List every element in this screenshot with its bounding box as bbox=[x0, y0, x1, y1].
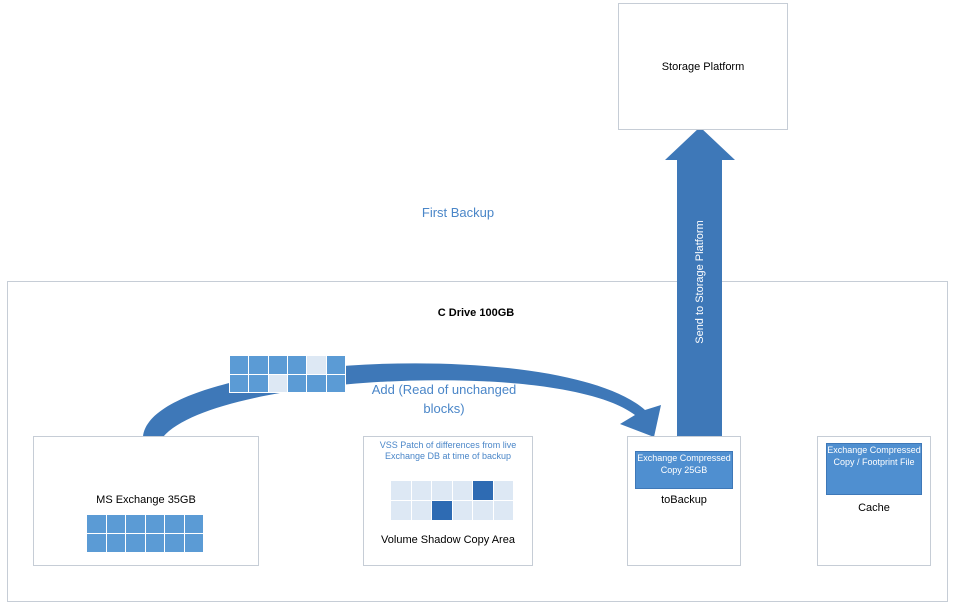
block bbox=[249, 356, 268, 374]
tobackup-label: toBackup bbox=[661, 494, 707, 506]
vss-arrow-label: VSS Snapshot “Copy on write” of changes … bbox=[267, 469, 355, 523]
block bbox=[106, 515, 125, 533]
block bbox=[432, 481, 452, 500]
c-drive-label: C Drive 100GB bbox=[437, 307, 515, 319]
tobackup-inner-box: Exchange Compressed Copy 25GB bbox=[635, 451, 733, 489]
vss-blocks-grid bbox=[390, 480, 514, 521]
block bbox=[230, 374, 249, 392]
block bbox=[184, 534, 203, 552]
block bbox=[87, 515, 106, 533]
block bbox=[411, 481, 431, 500]
block bbox=[307, 356, 326, 374]
block bbox=[411, 501, 431, 520]
block bbox=[268, 356, 287, 374]
cache-inner-label: Exchange Compressed Copy / Footprint Fil… bbox=[827, 445, 921, 467]
vss-area-note: VSS Patch of differences from live Excha… bbox=[379, 440, 517, 461]
block bbox=[106, 534, 125, 552]
storage-platform-box: Storage Platform bbox=[618, 3, 788, 130]
vss-area-box: VSS Patch of differences from live Excha… bbox=[363, 436, 533, 566]
tobackup-box: Exchange Compressed Copy 25GB toBackup bbox=[627, 436, 741, 566]
first-backup-label: First Backup bbox=[421, 205, 495, 220]
block bbox=[493, 501, 513, 520]
block bbox=[184, 515, 203, 533]
cache-inner-box: Exchange Compressed Copy / Footprint Fil… bbox=[826, 443, 922, 495]
exchange-box: MS Exchange 35GB bbox=[33, 436, 259, 566]
block bbox=[432, 501, 452, 520]
block bbox=[165, 534, 184, 552]
unchanged-blocks-grid bbox=[229, 355, 346, 393]
block bbox=[145, 515, 164, 533]
block bbox=[288, 374, 307, 392]
block bbox=[230, 356, 249, 374]
block bbox=[268, 374, 287, 392]
block bbox=[87, 534, 106, 552]
add-changes-label: Add (Read of changes) bbox=[547, 479, 613, 505]
send-arrow-label: Send to Storage Platform bbox=[694, 220, 706, 344]
block bbox=[326, 356, 345, 374]
update-arrow-label: Update (Move) bbox=[760, 486, 796, 512]
block bbox=[391, 501, 411, 520]
cache-box: Exchange Compressed Copy / Footprint Fil… bbox=[817, 436, 931, 566]
block bbox=[473, 481, 493, 500]
block bbox=[288, 356, 307, 374]
block bbox=[452, 481, 472, 500]
block bbox=[165, 515, 184, 533]
block bbox=[452, 501, 472, 520]
block bbox=[473, 501, 493, 520]
add-unchanged-label: Add (Read of unchanged blocks) bbox=[371, 382, 517, 416]
block bbox=[326, 374, 345, 392]
exchange-blocks-grid bbox=[86, 514, 204, 553]
tobackup-inner-label: Exchange Compressed Copy 25GB bbox=[637, 453, 731, 475]
vss-area-label: Volume Shadow Copy Area bbox=[381, 534, 515, 546]
block bbox=[493, 481, 513, 500]
block bbox=[126, 534, 145, 552]
exchange-label: MS Exchange 35GB bbox=[96, 494, 196, 506]
block bbox=[145, 534, 164, 552]
block bbox=[126, 515, 145, 533]
storage-platform-label: Storage Platform bbox=[661, 61, 745, 73]
cache-label: Cache bbox=[858, 502, 890, 514]
send-arrow-overlay bbox=[677, 281, 722, 437]
block bbox=[249, 374, 268, 392]
block bbox=[307, 374, 326, 392]
block bbox=[391, 481, 411, 500]
